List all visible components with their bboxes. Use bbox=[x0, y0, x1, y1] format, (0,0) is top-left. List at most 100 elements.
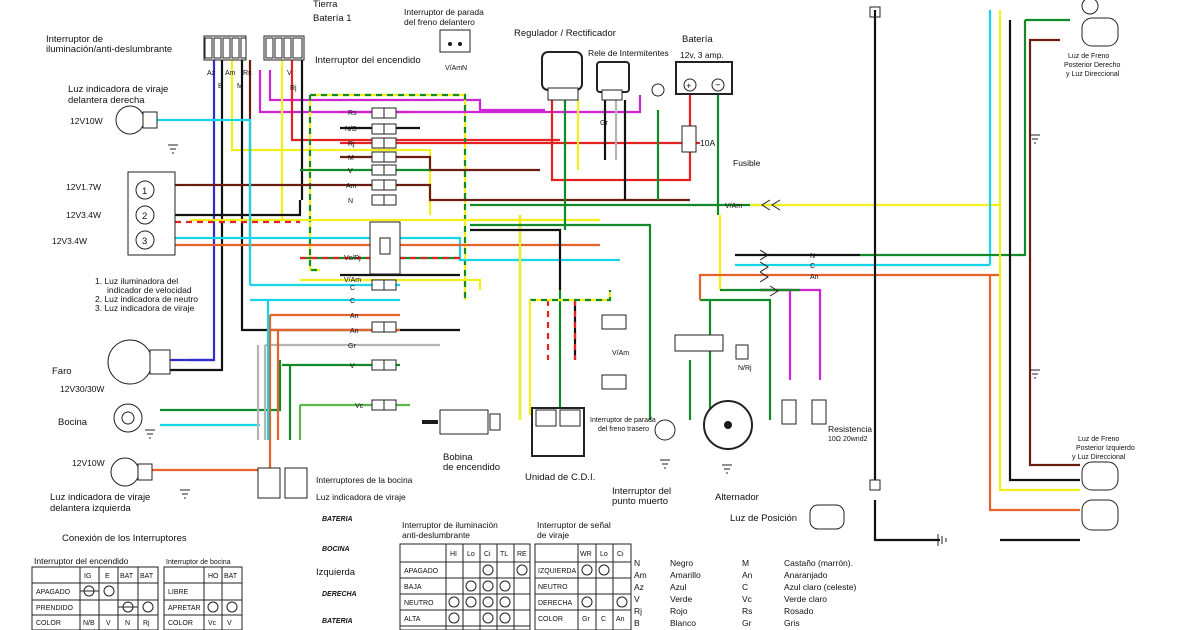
code-vam-4: V/Am bbox=[612, 350, 629, 357]
label-neutral-switch-2: punto muerto bbox=[612, 496, 668, 507]
svg-text:+: + bbox=[686, 81, 692, 92]
legend-name-1: Amarillo bbox=[670, 570, 701, 580]
code-an-2: An bbox=[350, 328, 359, 335]
legend-code-6: M bbox=[742, 558, 749, 568]
label-bateria1: Batería 1 bbox=[313, 13, 352, 24]
label-ignition-switch: Interruptor del encendido bbox=[315, 55, 421, 66]
label-bateria-it: BATERIA bbox=[322, 516, 353, 523]
boc-row-color: COLOR bbox=[168, 620, 193, 627]
position-lamp-icon bbox=[809, 504, 845, 530]
senal-col-wr: WR bbox=[580, 551, 592, 558]
label-front-brake-switch-2: del freno delantero bbox=[404, 17, 475, 27]
label-bocina-it: BOCINA bbox=[322, 546, 350, 553]
table-bocina-title: Interruptor de bocina bbox=[166, 559, 231, 566]
code-nb: N/B bbox=[345, 126, 357, 133]
enc-col-bat: BAT bbox=[120, 573, 134, 580]
senal-color-3: An bbox=[616, 616, 625, 623]
boc-col-bat: BAT bbox=[224, 573, 238, 580]
code-am-2: Am bbox=[346, 183, 357, 190]
resistor-2-icon bbox=[811, 399, 827, 425]
label-front-left-turn: Luz indicadora de viraje bbox=[50, 492, 150, 503]
legend-name-11: Gris bbox=[784, 618, 800, 628]
label-front-right-turn-2: delantera derecha bbox=[68, 95, 145, 106]
boc-row-libre: LIBRE bbox=[168, 589, 189, 596]
color-legend: N Negro Am Amarillo Az Azul V Verde Rj R… bbox=[634, 558, 856, 628]
label-12v34w-b: 12V3.4W bbox=[52, 236, 87, 246]
code-v-2: V bbox=[348, 168, 353, 175]
code-rj-2: Rj bbox=[348, 141, 355, 148]
code-v-3: V bbox=[350, 363, 355, 370]
code-vam-3: V/Am bbox=[725, 203, 742, 210]
senal-color-2: C bbox=[601, 616, 606, 623]
connector-block bbox=[369, 107, 401, 411]
label-rear-brake: Interruptor de parada bbox=[590, 417, 656, 424]
code-an-3: An bbox=[810, 274, 819, 281]
legend-code-11: Gr bbox=[742, 618, 752, 628]
svg-text:−: − bbox=[715, 80, 721, 91]
code-vam: V/Am bbox=[445, 65, 462, 72]
label-rear-left-2: Posterior Izquierdo bbox=[1076, 445, 1135, 452]
code-c-2: C bbox=[350, 298, 355, 305]
code-c: C bbox=[350, 285, 355, 292]
ilum-col-lo: Lo bbox=[467, 551, 475, 558]
code-rs-2: Rs bbox=[348, 110, 357, 117]
table-encendido-title: Interruptor del encendido bbox=[34, 556, 129, 566]
label-rear-right-3: y Luz Direccional bbox=[1066, 71, 1120, 78]
code-nrj: N/Rj bbox=[738, 365, 752, 372]
ilum-row-apagado: APAGADO bbox=[404, 568, 439, 575]
legend-1b: indicador de velocidad bbox=[107, 285, 192, 295]
code-c-3: C bbox=[810, 263, 815, 270]
ignition-coil-icon bbox=[439, 409, 489, 435]
code-n: N bbox=[462, 65, 467, 72]
legend-code-10: Rs bbox=[742, 606, 752, 616]
code-n-2: N bbox=[348, 198, 353, 205]
code-rs: Rs bbox=[243, 70, 252, 77]
resistor-1-icon bbox=[781, 399, 797, 425]
horn-switch-block bbox=[257, 467, 281, 499]
legend-name-7: Anaranjado bbox=[784, 570, 828, 580]
enc-row-prendido: PRENDIDO bbox=[36, 605, 74, 612]
label-coil: Bobina bbox=[443, 452, 473, 463]
code-b: B bbox=[218, 83, 223, 90]
label-battery-spec: 12v, 3 amp. bbox=[680, 50, 724, 60]
ilum-row-neutro: NEUTRO bbox=[404, 600, 434, 607]
legend-3: 3. Luz indicadora de viraje bbox=[95, 303, 195, 313]
enc-color-1: N/B bbox=[83, 620, 95, 627]
enc-color-4: Rj bbox=[143, 620, 150, 627]
table-senal-title2: de viraje bbox=[537, 530, 569, 540]
legend-name-6: Castaño (marrón). bbox=[784, 558, 853, 568]
label-12v10w-a: 12V10W bbox=[70, 116, 103, 126]
code-m-2: M bbox=[348, 155, 354, 162]
illumination-switch bbox=[203, 35, 247, 61]
legend-code-9: Vc bbox=[742, 594, 753, 604]
label-cdi: Unidad de C.D.I. bbox=[525, 472, 595, 483]
ignition-switch bbox=[263, 35, 305, 61]
legend-code-1: Am bbox=[634, 570, 647, 580]
front-left-turn-bulb bbox=[110, 457, 140, 487]
turn-switch-block bbox=[284, 467, 308, 499]
ilum-col-re: RE bbox=[517, 551, 527, 558]
components: + − 1 2 3 bbox=[107, 0, 1119, 546]
label-front-right-turn: Luz indicadora de viraje bbox=[68, 84, 168, 95]
boc-color-1: Vc bbox=[208, 620, 217, 627]
code-vc: Vc bbox=[355, 403, 364, 410]
label-bateria-it-2: BATERIA bbox=[322, 618, 353, 625]
enc-col-e: E bbox=[105, 573, 110, 580]
rear-brake-switch-icon bbox=[654, 419, 676, 441]
flasher-relay bbox=[596, 61, 630, 93]
front-brake-switch bbox=[439, 29, 471, 53]
code-am: Am bbox=[225, 70, 236, 77]
label-front-brake-switch: Interruptor de parada bbox=[404, 7, 484, 17]
label-12v34w-a: 12V3.4W bbox=[66, 210, 101, 220]
label-regulator: Regulador / Rectificador bbox=[514, 28, 616, 39]
rear-left-lamp-icon bbox=[1081, 461, 1119, 491]
code-n-3: N bbox=[810, 253, 815, 260]
neutral-switch-connector bbox=[601, 314, 627, 330]
enc-col-bat2: BAT bbox=[140, 573, 154, 580]
legend-code-5: B bbox=[634, 618, 640, 628]
ilum-col-hi: HI bbox=[450, 551, 457, 558]
label-rear-brake-2: del freno trasero bbox=[598, 426, 649, 433]
enc-color-2: V bbox=[106, 620, 111, 627]
label-neutral-switch: Interruptor del bbox=[612, 486, 671, 497]
label-battery: Batería bbox=[682, 34, 713, 45]
